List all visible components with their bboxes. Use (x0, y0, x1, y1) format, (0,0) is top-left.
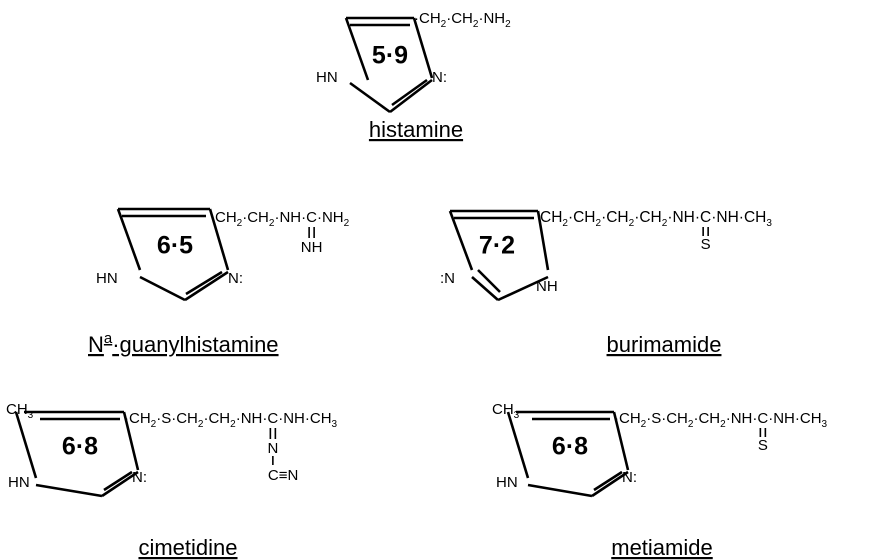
burimamide-sulfur-label: S (701, 236, 711, 253)
chain-subscript: 2 (237, 218, 243, 229)
metiamide-imidazole-ring (506, 410, 630, 498)
chain-fragment: ·NH· (667, 209, 700, 226)
histamine-ring-double-bond-cn (391, 78, 428, 107)
chain-fragment: CH (540, 209, 562, 226)
chain-fragment: ·CH (203, 410, 230, 427)
chain-subscript: 2 (596, 218, 602, 229)
chain-fragment: ·CH (414, 10, 441, 27)
guanylhistamine-name-label: Na·guanylhistamine (88, 330, 279, 357)
chain-subscript: 2 (441, 19, 447, 30)
chain-subscript: 2 (629, 218, 635, 229)
cimetidine-side-chain: ·CH2·S·CH2·CH2·NH·C·NH·CH3 (124, 410, 338, 430)
cimetidine-n-right-label: N: (132, 469, 147, 486)
chain-subscript: 2 (269, 218, 275, 229)
chain-subscript: 2 (230, 419, 236, 430)
chain-subscript: 2 (151, 419, 157, 430)
chain-carbon: C (700, 209, 711, 226)
chain-fragment: ·NH·CH (278, 410, 331, 427)
chain-fragment: ·CH (693, 410, 720, 427)
burimamide-name-label: burimamide (607, 332, 722, 357)
chain-subscript: 2 (344, 218, 350, 229)
cimetidine-ring-double-bond-cn (103, 470, 133, 492)
chain-subscript: 2 (505, 19, 511, 30)
chain-fragment: ·CH (601, 209, 629, 226)
guanylhistamine-n-left-label: HN (96, 270, 118, 287)
burimamide-pka-value: 7·2 (479, 232, 515, 260)
cimetidine-n-left-label: HN (8, 474, 30, 491)
cimetidine-cyano-n-label: N (267, 440, 278, 457)
burimamide-structure: 7·2 :N NH CH2·CH2·CH2·CH2·NH·C·NH·CH3 S … (440, 209, 772, 357)
chain-fragment: ·CH (634, 209, 662, 226)
chain-carbon: C (757, 410, 768, 427)
chain-subscript: 2 (641, 419, 647, 430)
chain-subscript: 2 (473, 19, 479, 30)
metiamide-name-label: metiamide (611, 535, 712, 560)
chain-fragment: ·NH·CH (768, 410, 821, 427)
histamine-n-right-label: N: (432, 69, 447, 86)
chain-fragment: ·CH (446, 10, 473, 27)
chain-fragment: ·NH· (274, 209, 306, 226)
burimamide-n-left-label: :N (440, 270, 455, 287)
chain-fragment: ·S·CH (646, 410, 688, 427)
guanylhistamine-structure: 6·5 HN N: ·CH2·CH2·NH·C·NH2 NH Na·guanyl… (88, 207, 350, 357)
chain-fragment: ·CH (568, 209, 596, 226)
metiamide-n-left-label: HN (496, 474, 518, 491)
guanylhistamine-n-right-label: N: (228, 270, 243, 287)
histamine-pka-value: 5·9 (372, 42, 408, 70)
cimetidine-pka-value: 6·8 (62, 433, 98, 461)
chain-subscript: 2 (688, 419, 694, 430)
burimamide-ring-double-bond-cn (477, 269, 501, 293)
metiamide-ring-double-bond-cn (593, 470, 623, 492)
histamine-structure: 5·9 HN N: ·CH2·CH2·NH2 histamine (316, 10, 511, 142)
cimetidine-name-label: cimetidine (138, 535, 237, 560)
burimamide-imidazole-ring (448, 209, 550, 302)
guanylhistamine-pka-value: 6·5 (157, 232, 193, 260)
chain-fragment: ·CH (242, 209, 269, 226)
cimetidine-structure: 6·8 CH3 HN N: ·CH2·S·CH2·CH2·NH·C·NH·CH3… (6, 401, 338, 560)
metiamide-structure: 6·8 CH3 HN N: ·CH2·S·CH2·CH2·NH·C·NH·CH3… (492, 401, 828, 560)
chain-subscript: 2 (562, 218, 568, 229)
chain-subscript: 3 (332, 419, 338, 430)
chain-carbon: C (306, 209, 317, 226)
metiamide-side-chain: ·CH2·S·CH2·CH2·NH·C·NH·CH3 (614, 410, 828, 430)
cimetidine-nitrile-label: C≡N (268, 467, 298, 484)
chain-fragment: ·NH (478, 10, 505, 27)
guanylhistamine-imidazole-ring (116, 207, 230, 302)
chain-carbon: C (267, 410, 278, 427)
chain-subscript: 3 (766, 218, 772, 229)
chain-subscript: 2 (198, 419, 204, 430)
chain-subscript: 2 (662, 218, 668, 229)
chain-fragment: ·NH· (726, 410, 758, 427)
histamine-imidazole-ring (344, 16, 434, 114)
metiamide-n-right-label: N: (622, 469, 637, 486)
cimetidine-methyl-label: CH3 (6, 401, 34, 421)
chain-fragment: ·CH (210, 209, 237, 226)
chain-fragment: ·NH·CH (711, 209, 766, 226)
guanylhistamine-side-chain: ·CH2·CH2·NH·C·NH2 (210, 209, 350, 229)
histamine-name-label: histamine (369, 117, 463, 142)
burimamide-side-chain: CH2·CH2·CH2·CH2·NH·C·NH·CH3 (540, 209, 772, 229)
chain-subscript: 3 (822, 419, 828, 430)
metiamide-sulfur-label: S (758, 437, 768, 454)
chain-fragment: ·CH (614, 410, 641, 427)
guanylhistamine-imine-nh-label: NH (301, 239, 323, 256)
chain-fragment: ·S·CH (156, 410, 198, 427)
chain-subscript: 2 (720, 419, 726, 430)
metiamide-pka-value: 6·8 (552, 433, 588, 461)
burimamide-n-right-label: NH (536, 278, 558, 295)
metiamide-methyl-label: CH3 (492, 401, 520, 421)
chain-fragment: ·CH (124, 410, 151, 427)
chain-fragment: ·NH· (236, 410, 268, 427)
histamine-side-chain: ·CH2·CH2·NH2 (414, 10, 511, 30)
guanylhistamine-ring-double-bond-cn (185, 270, 223, 296)
cimetidine-imidazole-ring (14, 410, 140, 498)
histamine-n-left-label: HN (316, 69, 338, 86)
chain-fragment: ·NH (317, 209, 344, 226)
